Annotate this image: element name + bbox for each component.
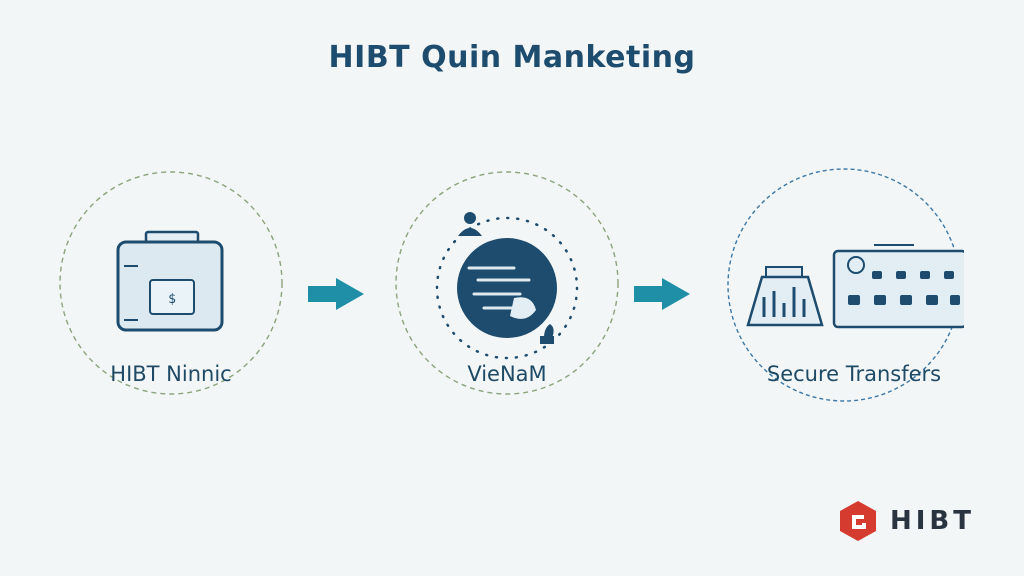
- step-3-circle: [727, 168, 964, 402]
- globe-icon: [435, 212, 579, 360]
- logo-text: HIBT: [890, 506, 975, 536]
- step-2-circle: [395, 171, 619, 395]
- transfer-dashboard-icon: [746, 244, 964, 329]
- hibt-logo: HIBT: [836, 499, 975, 543]
- plant-icon: [540, 324, 554, 344]
- diagram-title: HIBT Quin Manketing: [328, 40, 696, 75]
- wallet-icon: $: [116, 230, 224, 332]
- arrow-right-icon: [634, 278, 690, 310]
- step-1-node: $: [58, 170, 284, 396]
- step-3-label: Secure Transfers: [766, 362, 942, 386]
- step-3-node: [724, 167, 964, 403]
- hibt-logo-icon: [840, 501, 876, 541]
- step-1-label: HIBT Ninnic: [110, 362, 232, 386]
- step-2-node: [394, 170, 620, 396]
- arrow-right-icon: [308, 278, 364, 310]
- wallet-chip-text: $: [168, 292, 176, 307]
- person-icon: [458, 212, 482, 236]
- step-1-circle: $: [59, 171, 283, 395]
- step-2-label: VieNaM: [467, 362, 547, 386]
